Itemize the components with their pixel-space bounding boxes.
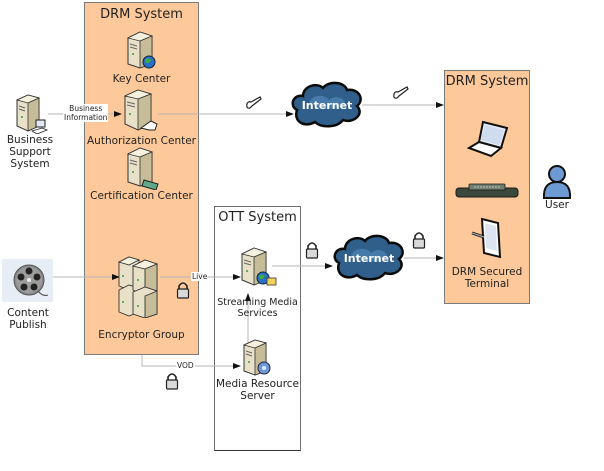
drm-terminal-label: DRM Secured Terminal <box>444 266 530 290</box>
key-icon <box>246 96 262 109</box>
internet-top-label: Internet <box>302 99 353 112</box>
encryptor-group-label: Encryptor Group <box>98 329 185 341</box>
ott-system-title: OTT System <box>218 210 297 225</box>
edge-label-line: Information <box>64 113 108 122</box>
lock-icon <box>305 242 319 259</box>
laptop-icon <box>467 120 509 158</box>
label-line: System <box>10 158 50 170</box>
drm-system-left-title: DRM System <box>100 7 183 22</box>
ott-system-group: OTT System <box>214 206 301 451</box>
business-support-label: Business Support System <box>2 134 58 170</box>
label-line: Terminal <box>464 278 510 290</box>
lock-icon <box>165 373 179 390</box>
film-reel-icon <box>13 264 49 297</box>
label-line: DRM Secured <box>451 266 523 278</box>
certification-center-label: Certification Center <box>90 190 193 202</box>
lock-icon <box>176 282 190 299</box>
server-globe-folder-icon <box>240 247 277 286</box>
label-line: Business <box>6 134 54 146</box>
key-icon <box>393 86 409 99</box>
server-certificate-icon <box>126 147 159 190</box>
label-line: Content <box>7 307 49 319</box>
edge-label-line: Business <box>69 104 103 113</box>
label-line: Services <box>237 308 278 319</box>
label-line: Streaming Media <box>217 297 298 308</box>
server-globe-icon <box>126 31 156 69</box>
lock-icon <box>412 232 426 249</box>
user-icon <box>542 165 572 199</box>
user-label: User <box>545 199 569 211</box>
cloud-icon: Internet <box>333 234 404 281</box>
edge-label-live: Live <box>191 272 209 281</box>
drm-system-right-title: DRM System <box>445 74 529 89</box>
internet-bottom-label: Internet <box>344 252 395 265</box>
tablet-icon <box>471 217 502 259</box>
label-line: Support <box>9 146 51 158</box>
label-line: Server <box>240 390 275 402</box>
edge-vod <box>141 355 241 369</box>
content-publish-label: Content Publish <box>0 307 56 331</box>
edge-label-vod: VOD <box>176 361 195 370</box>
server-cluster-icon <box>117 256 159 318</box>
set-top-box-icon <box>455 183 519 198</box>
streaming-media-label: Streaming Media Services <box>214 297 301 319</box>
media-resource-label: Media Resource Server <box>214 378 301 402</box>
server-computer-icon <box>15 94 49 134</box>
label-line: Publish <box>9 319 47 331</box>
server-key-icon <box>123 89 158 131</box>
authorization-center-label: Authorization Center <box>86 135 196 147</box>
key-center-label: Key Center <box>112 73 171 85</box>
label-line: Media Resource <box>215 378 300 390</box>
server-disc-icon <box>242 339 271 376</box>
cloud-icon: Internet <box>291 81 362 128</box>
edge-label-business-info: Business Information <box>63 104 109 122</box>
